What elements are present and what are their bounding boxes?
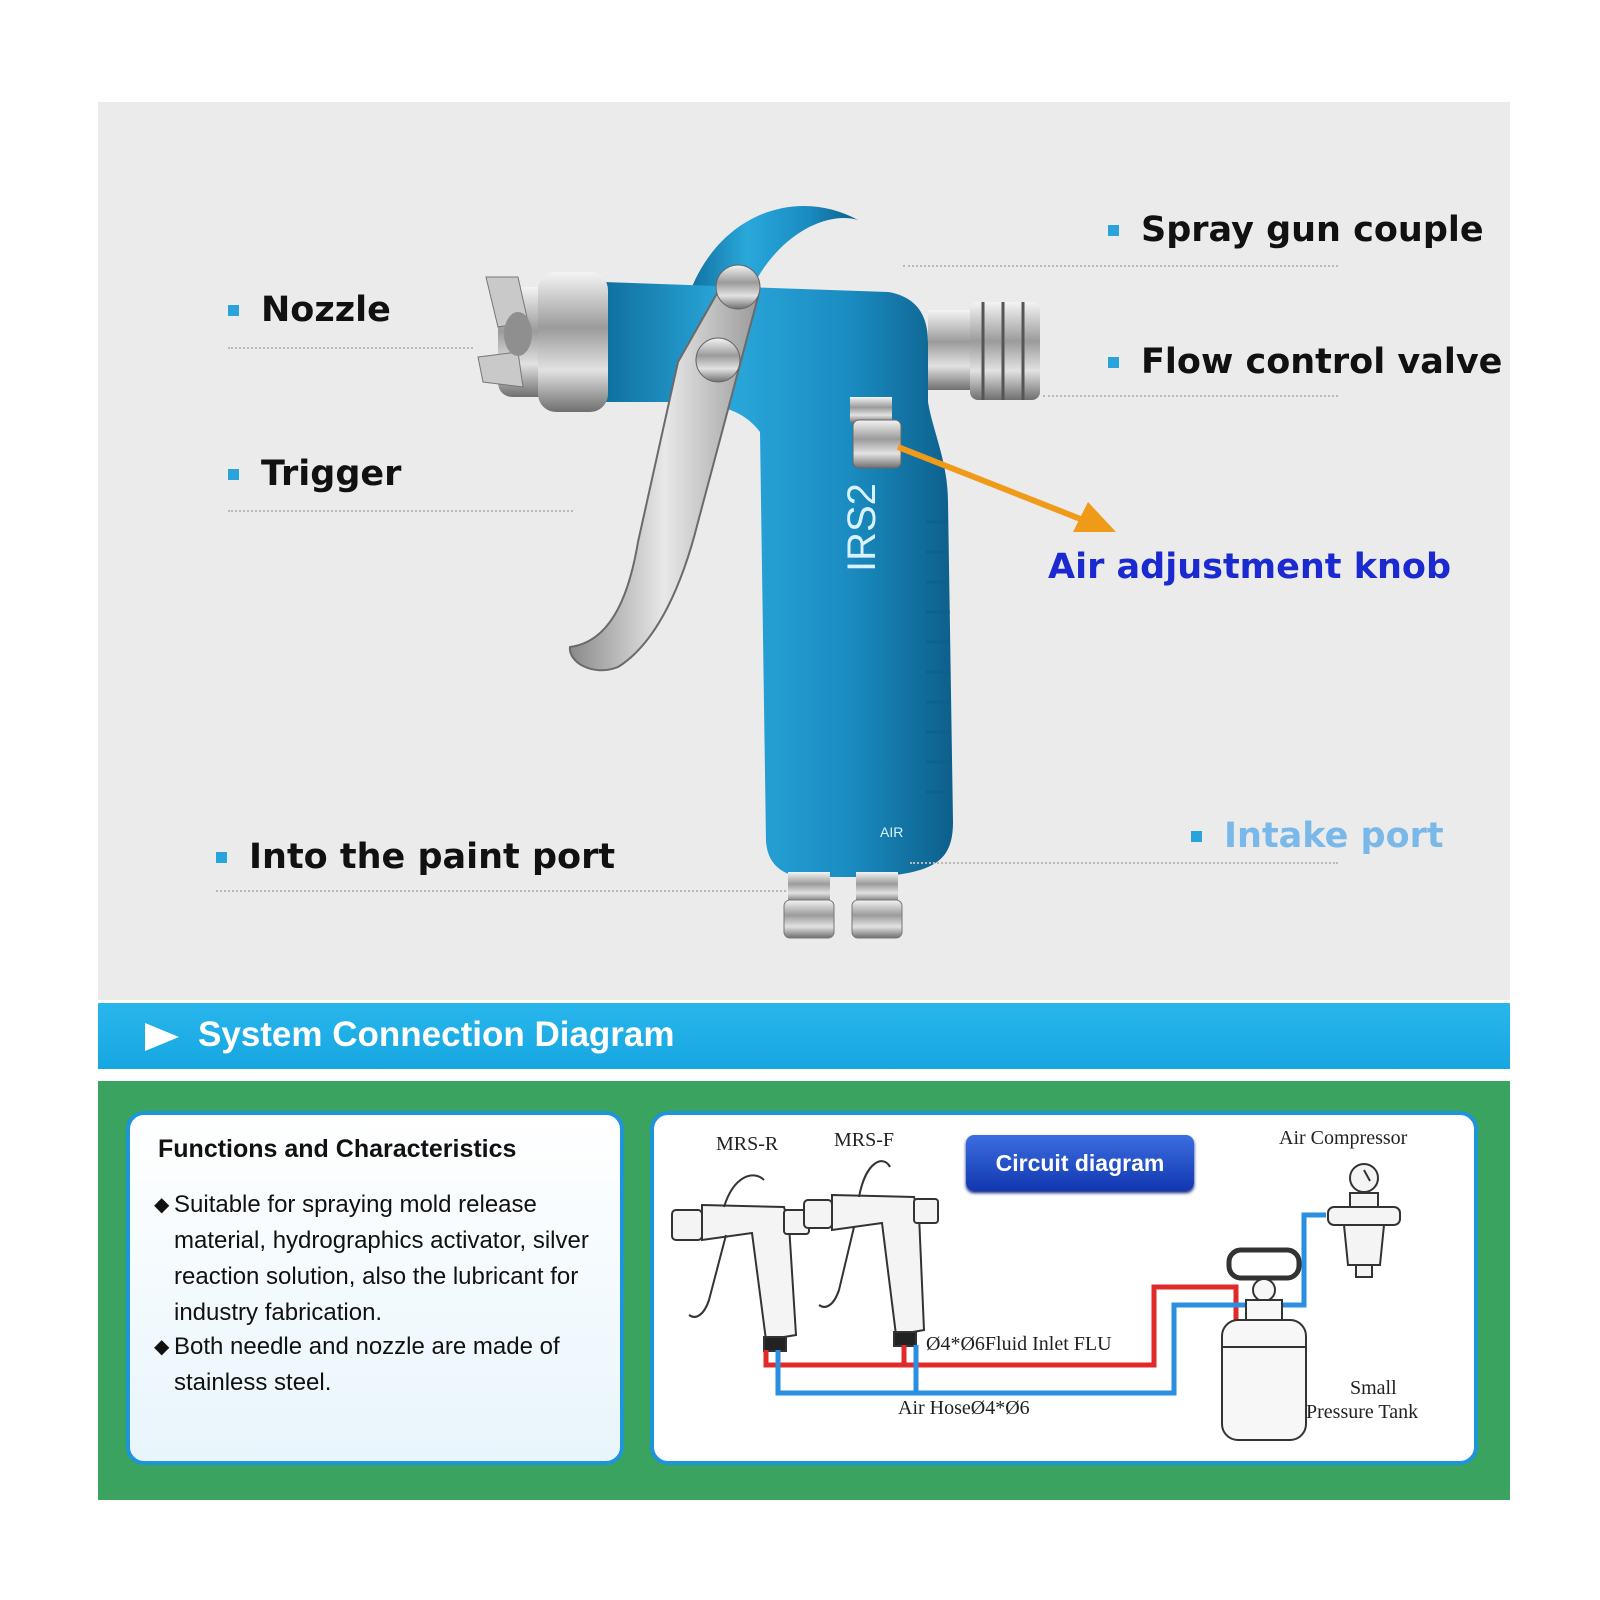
- gun-air-text: AIR: [880, 824, 903, 840]
- diamond-bullet-icon: ◆: [154, 1336, 170, 1358]
- gun-model-text: IRS2: [840, 483, 884, 572]
- paint-port-label: Into the paint port: [216, 837, 615, 877]
- fluid-line: [763, 1284, 1239, 1368]
- circuit-diagram-button[interactable]: Circuit diagram: [966, 1135, 1194, 1191]
- nozzle-label: Nozzle: [228, 290, 391, 330]
- pressure-tank-drawing: [1221, 1247, 1307, 1441]
- bullet-icon: [1108, 224, 1119, 236]
- bullet-icon: [228, 468, 239, 480]
- bullet-icon: [216, 851, 227, 863]
- function-item: ◆ Suitable for spraying mold release mat…: [154, 1187, 614, 1331]
- air-compressor-drawing: [1327, 1163, 1401, 1278]
- gun-f-label: MRS-F: [834, 1129, 895, 1151]
- section-banner: System Connection Diagram: [98, 1003, 1510, 1069]
- air-line: [775, 1212, 1326, 1396]
- trigger-leader-line: [228, 510, 573, 512]
- flow-control-valve-label: Flow control valve: [1108, 342, 1502, 382]
- spray-gun-illustration: IRS2 AIR: [477, 205, 1116, 939]
- nozzle-head: [477, 272, 608, 412]
- air-knob-label: Air adjustment knob: [1048, 547, 1452, 587]
- banner-title: System Connection Diagram: [198, 1015, 675, 1054]
- play-arrow-icon: [145, 1023, 179, 1051]
- intake-port-label: Intake port: [1191, 816, 1444, 856]
- grip-ridges: [926, 520, 950, 794]
- trigger-label: Trigger: [228, 454, 401, 494]
- bullet-icon: [228, 304, 239, 316]
- bullet-icon: [1191, 830, 1202, 842]
- gun-hook: [688, 205, 858, 297]
- nozzle-leader-line: [228, 347, 473, 349]
- bullet-icon: [1108, 356, 1119, 368]
- air-knob: [850, 397, 902, 469]
- tank-label-line2: Pressure Tank: [1306, 1401, 1419, 1423]
- air-hose-label: Air HoseØ4*Ø6: [898, 1397, 1030, 1419]
- flow-control-valve: [928, 302, 1040, 400]
- gun-r-drawing: [671, 1174, 810, 1352]
- intake-leader-line: [910, 862, 1338, 864]
- valve-leader-line: [1043, 395, 1338, 397]
- air-compressor-label: Air Compressor: [1279, 1127, 1408, 1149]
- diamond-bullet-icon: ◆: [154, 1194, 170, 1216]
- functions-title: Functions and Characteristics: [158, 1135, 517, 1163]
- function-item: ◆ Both needle and nozzle are made of sta…: [154, 1329, 614, 1401]
- tank-label-line1: Small: [1350, 1377, 1397, 1399]
- fluid-inlet-label: Ø4*Ø6Fluid Inlet FLU: [926, 1333, 1112, 1355]
- connection-panel: Functions and Characteristics ◆ Suitable…: [98, 1081, 1510, 1500]
- knob-pointer-arrow: [896, 444, 1116, 532]
- paint-port-leader-line: [216, 890, 786, 892]
- gun-r-label: MRS-R: [716, 1133, 779, 1155]
- product-photo-panel: IRS2 AIR Nozzle Trigger Into the paint p…: [98, 102, 1510, 1000]
- spray-gun-couple-label: Spray gun couple: [1108, 210, 1484, 250]
- circuit-diagram: [671, 1160, 1401, 1441]
- functions-card: Functions and Characteristics ◆ Suitable…: [126, 1111, 624, 1465]
- gun-f-drawing: [803, 1160, 939, 1347]
- couple-leader-line: [903, 265, 1338, 267]
- bottom-ports: [783, 872, 903, 939]
- circuit-card: Circuit diagram MRS-R MRS-F Air Compress…: [650, 1111, 1478, 1465]
